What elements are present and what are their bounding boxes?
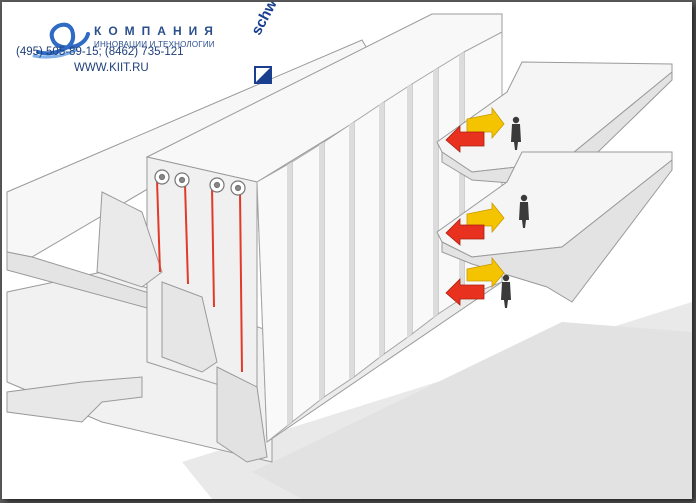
company-name: КОМПАНИЯ — [94, 24, 220, 38]
logo-swirl-icon — [32, 22, 90, 59]
building-illustration — [6, 13, 692, 499]
company-subtitle: ИННОВАЦИИ И ТЕХНОЛОГИИ — [94, 40, 215, 49]
ground-shadow-inner — [252, 322, 692, 499]
schwab-brand: schwab — [248, 2, 318, 90]
counterweight-slab-1 — [96, 191, 163, 288]
contact-phones: (495) 505-89-15; (8462) 735-121 — [16, 46, 184, 58]
diagram-frame: КОМПАНИЯ ИННОВАЦИИ И ТЕХНОЛОГИИ (495) 50… — [2, 2, 692, 499]
arrow-in-icon — [445, 125, 485, 306]
counterweight-slab-2 — [161, 281, 218, 373]
middle-floor-slab — [436, 151, 673, 303]
contact-website[interactable]: WWW.KIIT.RU — [74, 62, 149, 74]
person-icon — [501, 116, 529, 308]
basement-step — [6, 376, 143, 423]
schwab-cube-icon — [254, 66, 272, 84]
pulley-icon — [154, 169, 246, 196]
elevator-cables — [156, 179, 243, 373]
counterweight-slab-3 — [216, 366, 268, 463]
